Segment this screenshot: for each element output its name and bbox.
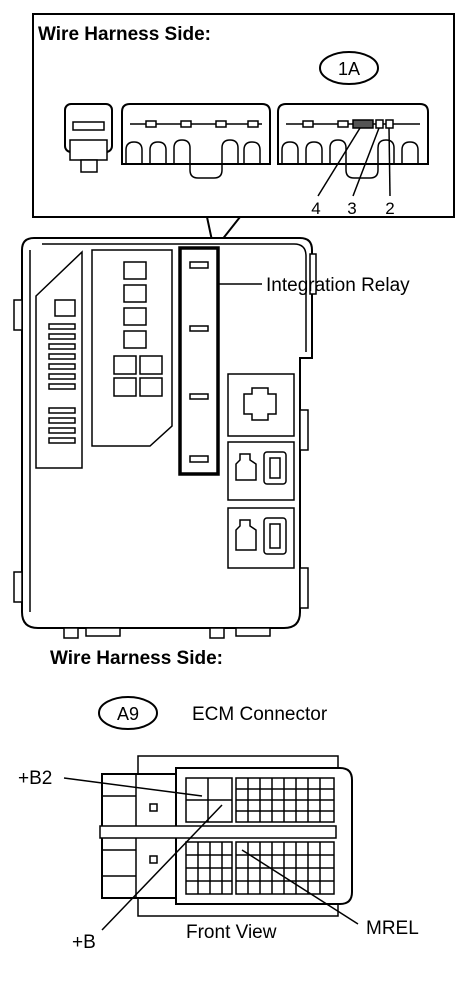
bottom-heading: Wire Harness Side: [50,648,223,669]
top-heading: Wire Harness Side: [38,24,211,45]
connector-1a [277,103,429,179]
connector-1a-oval [319,51,379,85]
front-view-label: Front View [186,922,277,943]
b2-leader [63,777,203,797]
top-callout-panel: Wire Harness Side: 1A [32,13,455,218]
middle-connector [121,103,271,179]
pin-3-cavity [375,119,384,129]
pin-4-cavity [352,119,374,129]
connector-a9-name: ECM Connector [192,704,328,725]
connector-a9-oval [98,696,158,730]
integration-relay [178,246,220,476]
terminal-b2-label: +B2 [18,768,52,789]
pin-3-leader [352,127,380,197]
pin-3-label: 3 [347,199,356,218]
mrel-leader [241,849,359,925]
pin-4-leader [317,127,361,197]
connector-1a-code: 1A [338,59,360,79]
pin-2-label: 2 [385,199,394,218]
ecm-connector [99,755,353,917]
terminal-b-label: +B [72,932,96,953]
terminal-mrel-label: MREL [366,918,419,939]
pin-2-cavity [385,119,394,129]
junction-block [13,237,317,639]
relay-label: Integration Relay [266,275,410,296]
b-leader [101,804,223,931]
connector-a9-code: A9 [117,704,139,724]
pin-2-leader [388,127,391,197]
small-connector [64,103,113,173]
pin-4-label: 4 [311,199,320,218]
